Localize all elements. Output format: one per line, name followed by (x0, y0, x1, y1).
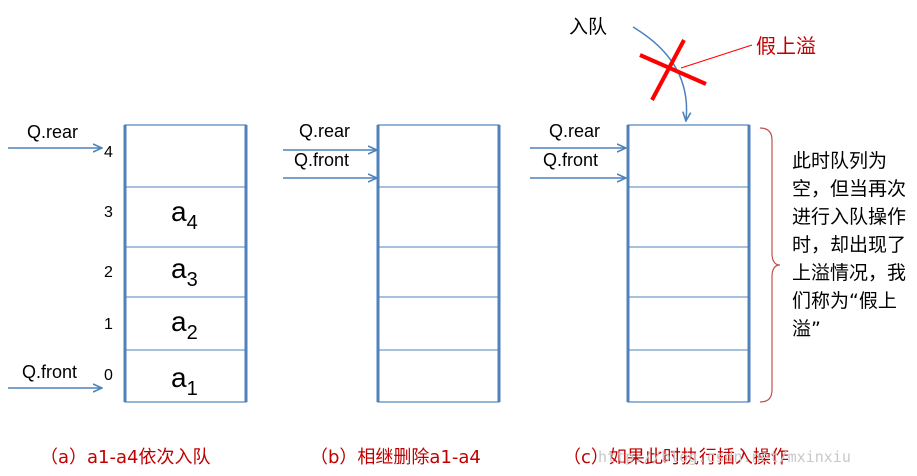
right-bracket (759, 127, 781, 403)
element-a3-base: a (171, 253, 187, 284)
index-2: 2 (104, 264, 113, 281)
element-a3: a3 (171, 253, 198, 292)
watermark: http://blog.csdn.net/mxinxiu (598, 448, 851, 466)
front-label-c: Q.front (543, 150, 599, 170)
queue-b (376, 124, 501, 403)
element-a4-sub: 4 (186, 212, 198, 234)
cross-icon (639, 39, 707, 101)
rear-label-c: Q.rear (549, 121, 601, 141)
false-overflow-pointer (680, 44, 753, 69)
element-a1-sub: 1 (186, 378, 198, 400)
caption-b: （b）相继删除a1-a4 (310, 447, 481, 468)
element-a2-sub: 2 (186, 322, 198, 344)
enqueue-label: 入队 (569, 16, 608, 38)
empty-queue-note: 此时队列为空，但当再次进行入队操作时，却出现了上溢情况，我们称为“假上溢” (792, 150, 907, 340)
element-a3-sub: 3 (186, 269, 198, 291)
caption-c: （c）如果此时执行插入操作 (563, 447, 789, 468)
index-3: 3 (104, 204, 113, 221)
element-a4: a4 (171, 196, 198, 235)
index-0: 0 (104, 367, 113, 384)
front-label-a: Q.front (22, 362, 78, 382)
front-label-b: Q.front (294, 150, 350, 170)
index-1: 1 (104, 316, 113, 333)
element-a1-base: a (171, 362, 187, 393)
element-a1: a1 (171, 362, 198, 401)
enqueue-arrow (632, 26, 687, 120)
index-4: 4 (104, 144, 113, 161)
caption-a: （a）a1-a4依次入队 (40, 447, 211, 468)
queue-a (123, 124, 248, 403)
false-overflow-label: 假上溢 (756, 34, 816, 58)
rear-label-b: Q.rear (299, 121, 351, 141)
rear-label-a: Q.rear (27, 122, 79, 142)
element-a2-base: a (171, 306, 187, 337)
element-a4-base: a (171, 196, 187, 227)
queue-c (626, 124, 751, 403)
element-a2: a2 (171, 306, 198, 345)
